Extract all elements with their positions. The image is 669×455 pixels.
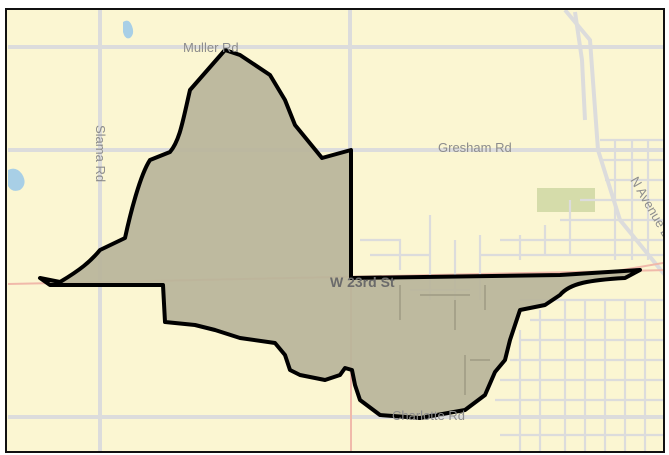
major-roads bbox=[8, 10, 663, 451]
roads-inside-boundary bbox=[399, 285, 490, 395]
label-w23rd-st: W 23rd St bbox=[330, 274, 395, 290]
map-canvas[interactable]: Muller Rd Gresham Rd Slama Rd W 23rd St … bbox=[7, 10, 663, 451]
label-slama-rd: Slama Rd bbox=[93, 125, 108, 182]
map-frame[interactable]: Muller Rd Gresham Rd Slama Rd W 23rd St … bbox=[5, 8, 665, 453]
label-gresham-rd: Gresham Rd bbox=[438, 140, 512, 155]
water-pond-north bbox=[123, 20, 134, 39]
neighborhood-boundary[interactable] bbox=[38, 48, 642, 420]
water-pond-west bbox=[8, 168, 25, 191]
label-muller-rd: Muller Rd bbox=[183, 40, 239, 55]
label-charlotte-rd: Charlotte Rd bbox=[392, 408, 465, 423]
town-streets bbox=[360, 138, 663, 451]
